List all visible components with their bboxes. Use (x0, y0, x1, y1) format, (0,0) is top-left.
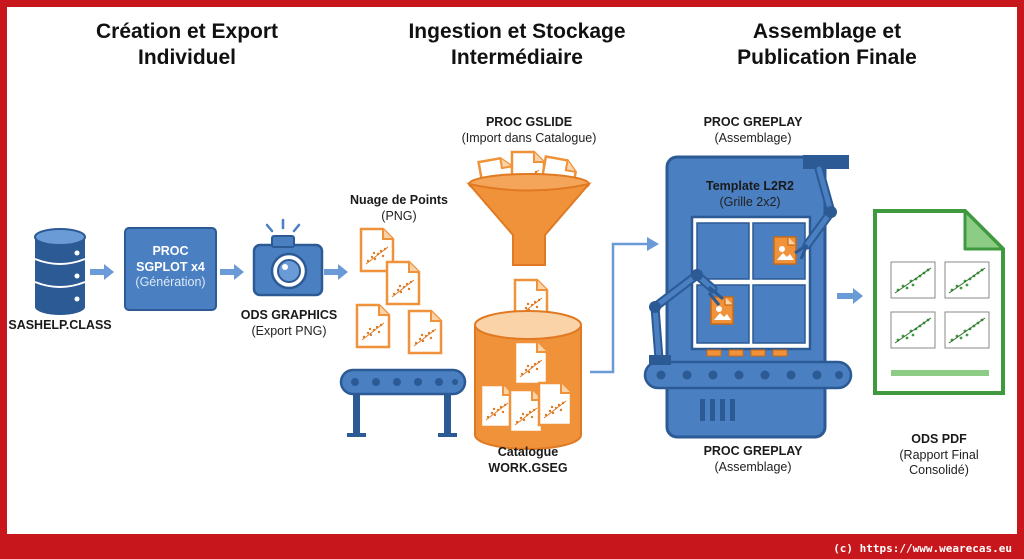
label-sgplot-line1: PROC (152, 244, 189, 258)
heading-stage3-line2: Publication Finale (737, 46, 917, 70)
png-documents-icon (355, 227, 443, 355)
label-catalogue-line2: WORK.GSEG (488, 460, 568, 475)
arrow-icon (837, 288, 863, 304)
database-icon (34, 228, 86, 315)
label-ods-pdf: ODS PDF (Rapport Final Consolidé) (879, 432, 999, 479)
label-sgplot-line2: SGPLOT x4 (136, 259, 205, 274)
cylinder-icon (474, 310, 582, 450)
heading-stage3: Assemblage et Publication Finale (707, 19, 947, 72)
label-greplay-bottom: PROC GREPLAY (Assemblage) (683, 444, 823, 475)
arrow-icon (647, 237, 659, 251)
heading-stage2: Ingestion et Stockage Intermédiaire (387, 19, 647, 72)
label-gslide-line2: (Import dans Catalogue) (461, 130, 597, 145)
heading-stage1-line1: Création et Export (95, 20, 279, 43)
diagram-canvas: Création et Export Individuel Ingestion … (7, 7, 1017, 534)
label-catalogue: Catalogue WORK.GSEG (469, 445, 587, 476)
camera-icon (252, 218, 324, 297)
label-nuage-line1: Nuage de Points (350, 193, 448, 207)
label-greplay-bottom-line2: (Assemblage) (714, 459, 792, 474)
robot-arm-icon (794, 155, 849, 260)
label-ods-pdf-line1: ODS PDF (911, 432, 967, 446)
label-template: Template L2R2 (Grille 2x2) (687, 179, 813, 210)
label-greplay-bottom-line1: PROC GREPLAY (703, 444, 803, 458)
label-catalogue-line1: Catalogue (497, 445, 559, 459)
arrow-icon (324, 264, 348, 280)
label-ods-graphics-line2: (Export PNG) (251, 323, 327, 338)
label-ods-graphics: ODS GRAPHICS (Export PNG) (229, 308, 349, 339)
heading-stage1-line2: Individuel (137, 46, 236, 70)
robot-arm-icon (649, 269, 724, 365)
label-template-line2: (Grille 2x2) (719, 194, 781, 209)
label-gslide: PROC GSLIDE (Import dans Catalogue) (439, 115, 619, 146)
label-nuage-line2: (PNG) (381, 208, 417, 223)
diagram-graphics (34, 150, 1005, 450)
conveyor-icon (643, 360, 853, 390)
label-nuage: Nuage de Points (PNG) (337, 193, 461, 224)
heading-stage1: Création et Export Individuel (67, 19, 307, 72)
heading-stage3-line1: Assemblage et (752, 20, 902, 43)
label-ods-pdf-line2: (Rapport Final (899, 447, 979, 462)
heading-stage2-line1: Ingestion et Stockage (408, 20, 626, 43)
arrow-connector (590, 242, 647, 374)
arrow-icon (90, 264, 114, 280)
funnel-icon (466, 173, 592, 266)
conveyor-icon (339, 368, 467, 437)
label-sashelp: SASHELP.CLASS (8, 318, 112, 332)
label-sgplot-line3: (Génération) (135, 275, 206, 290)
label-sgplot: PROC SGPLOT x4 (Génération) (125, 244, 216, 291)
label-ods-graphics-line1: ODS GRAPHICS (240, 308, 338, 322)
sgplot-box (124, 227, 217, 311)
label-template-line1: Template L2R2 (706, 179, 794, 193)
label-ods-pdf-line3: Consolidé) (909, 463, 969, 478)
credit-text: (c) https://www.wearecas.eu (833, 542, 1012, 555)
pdf-document-icon (873, 209, 1005, 395)
label-greplay-top-line2: (Assemblage) (714, 130, 792, 145)
label-gslide-line1: PROC GSLIDE (485, 115, 573, 129)
arrow-icon (220, 264, 244, 280)
label-greplay-top-line1: PROC GREPLAY (703, 115, 803, 129)
label-greplay-top: PROC GREPLAY (Assemblage) (683, 115, 823, 146)
heading-stage2-line2: Intermédiaire (451, 46, 583, 70)
